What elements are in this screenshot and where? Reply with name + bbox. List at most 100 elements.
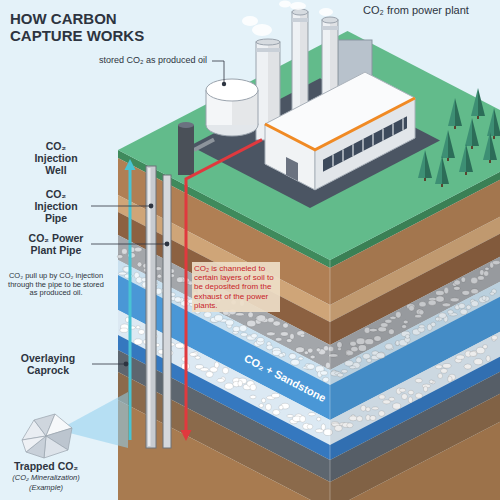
pebble: [137, 262, 142, 267]
grass-top: [118, 31, 500, 260]
pebble: [251, 334, 257, 339]
label-text: CO₂ pull up by CO₂ injection through the…: [4, 272, 108, 298]
rock-facet: [22, 436, 46, 452]
plant-trim: [265, 98, 415, 150]
chimney-cap: [322, 17, 338, 23]
tree-crown: [483, 132, 490, 160]
leader-line: [91, 206, 149, 207]
tree-crown: [448, 98, 455, 126]
tree-crown: [494, 108, 500, 136]
label-text: CO₂ Injection Pipe: [25, 188, 87, 224]
tree: [483, 132, 497, 163]
tree-crown: [441, 130, 448, 158]
pebble: [279, 353, 284, 357]
pebble: [316, 348, 320, 352]
pebble: [272, 393, 280, 398]
pebble: [280, 332, 288, 336]
tank-side: [206, 90, 207, 125]
leader-line: [91, 244, 165, 245]
arrowhead-up: [125, 159, 136, 170]
pebble: [122, 249, 128, 255]
tree: [418, 150, 432, 181]
chimney-cap: [292, 9, 308, 15]
pebble: [226, 320, 234, 325]
pebble: [175, 343, 183, 348]
tree: [487, 108, 500, 139]
pebble: [257, 315, 266, 322]
tree-crown: [478, 88, 485, 116]
pebble: [225, 383, 234, 389]
pebble: [247, 320, 256, 326]
pebble: [273, 321, 280, 326]
pebble: [217, 378, 224, 382]
pebble: [307, 424, 313, 429]
pebble: [308, 348, 313, 353]
power-plant: [265, 72, 415, 190]
pebble: [239, 325, 247, 332]
injection-pipe: [146, 166, 156, 448]
pebble: [320, 371, 327, 376]
label-text: Overlaying Caprock: [8, 352, 88, 376]
leader-dot: [222, 82, 226, 86]
pebble: [233, 326, 240, 331]
label-text: CO₂ is channeled to certain layers of so…: [192, 262, 280, 312]
surface-pipe: [194, 140, 214, 150]
pebble: [134, 247, 141, 252]
tree-crown: [435, 156, 442, 184]
plant-roof: [265, 72, 415, 150]
pebble: [238, 380, 243, 386]
pebble: [117, 255, 122, 259]
tree-crown: [466, 144, 473, 172]
tree: [448, 98, 462, 129]
pebble: [300, 416, 306, 422]
tree: [471, 88, 485, 119]
arrowhead-down: [181, 430, 192, 441]
tree-crown: [418, 150, 425, 178]
leader-line: [92, 364, 124, 365]
co2-down-line: [185, 185, 188, 430]
pebble: [259, 404, 263, 408]
tank-top: [206, 79, 258, 101]
pebble: [138, 329, 144, 334]
rock-facet: [44, 436, 68, 458]
chimney-cap: [256, 39, 280, 45]
pebble: [174, 297, 181, 302]
pebble: [323, 377, 329, 382]
chimney-stripe: [322, 26, 338, 30]
pebble: [157, 274, 161, 278]
pebble: [266, 332, 275, 336]
pebble: [257, 337, 264, 342]
pebble: [222, 367, 228, 373]
pebble: [307, 364, 315, 369]
tank-side: [258, 90, 259, 125]
label-text: CO₂ Injection Well: [25, 140, 87, 176]
pebble: [283, 323, 288, 328]
pebble: [298, 357, 303, 360]
tree-crown: [465, 118, 472, 146]
leader-dot: [149, 204, 154, 209]
smoke: [290, 2, 306, 10]
pebble: [308, 413, 315, 416]
label-text: Trapped CO₂: [0, 460, 92, 472]
title-text: HOW CARBON CAPTURE WORKS: [10, 10, 155, 45]
pebble: [268, 317, 274, 322]
leader-line: [212, 61, 224, 82]
plant-door: [286, 157, 298, 181]
leader-dot: [124, 362, 129, 367]
tree: [459, 144, 473, 175]
pebble: [204, 312, 212, 318]
chimney-stripe: [256, 48, 280, 52]
pebble: [120, 328, 128, 332]
pebble: [273, 410, 280, 416]
tree: [441, 130, 455, 161]
pebble: [300, 334, 304, 337]
pebble: [248, 312, 253, 318]
pebble: [236, 313, 244, 316]
pebble: [310, 355, 315, 358]
smoke: [319, 8, 333, 16]
label-text: (Example): [0, 484, 92, 493]
injection-well: [178, 125, 194, 175]
pebble: [321, 424, 325, 430]
pebble: [279, 405, 283, 410]
